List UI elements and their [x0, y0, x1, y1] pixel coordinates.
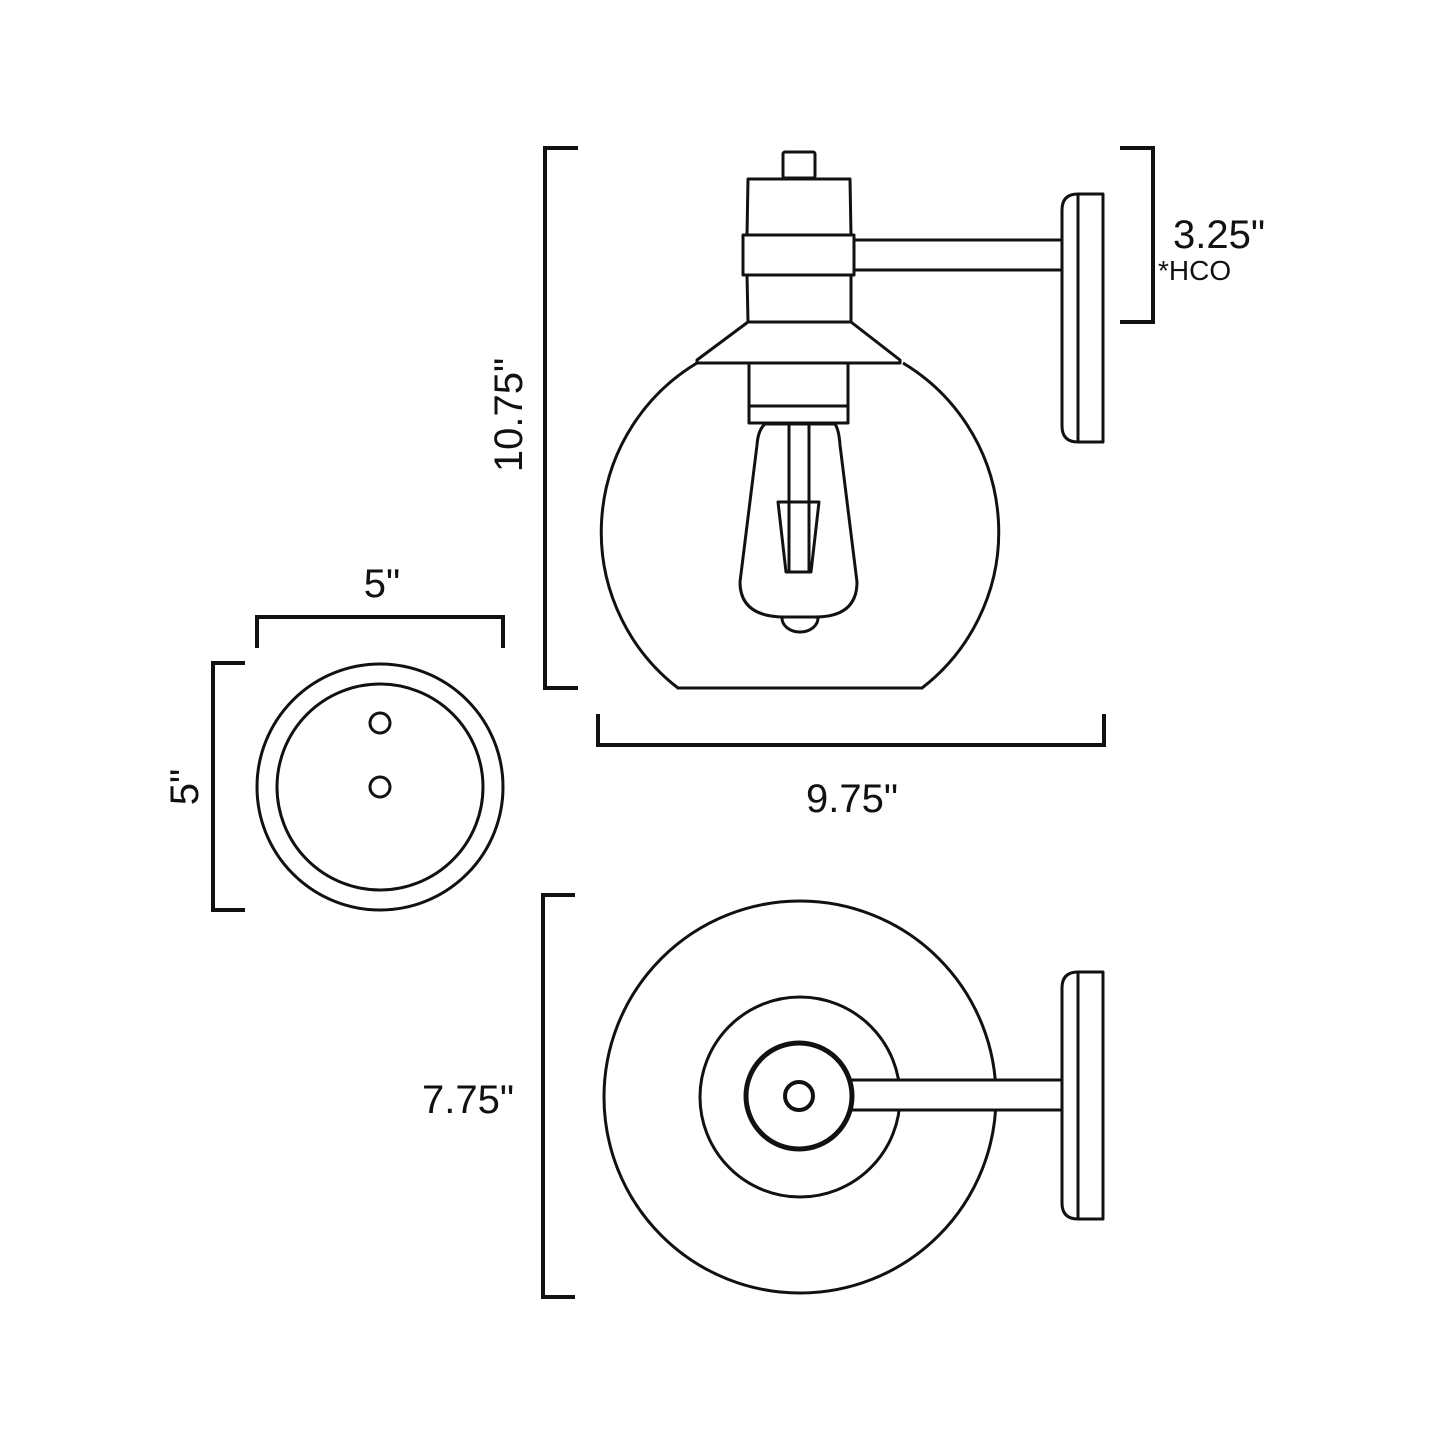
backplate-width-dimension-line: [255, 615, 505, 648]
backplate-height-dimension-line: [211, 661, 245, 912]
body-band: [741, 233, 856, 277]
bulb-tip: [780, 617, 820, 634]
hco-note: *HCO: [1158, 255, 1231, 286]
body-outline-top: [743, 1040, 855, 1152]
shade-cap: [695, 320, 902, 365]
edison-bulb: [738, 422, 859, 619]
width-label: 9.75": [806, 777, 898, 821]
hco-dimension-line: [1120, 146, 1155, 324]
lower-body: [745, 273, 853, 324]
mounting-hole-icon: [368, 775, 392, 799]
backplate-outer: [255, 662, 505, 912]
bulb-filament: [776, 500, 821, 574]
arm-top: [849, 1078, 1064, 1112]
finial-top: [783, 1080, 815, 1112]
backplate-side: [1060, 192, 1105, 444]
glass-globe: [599, 361, 1001, 690]
height-label: 10.75": [487, 358, 531, 472]
extension-label: 7.75": [422, 1078, 514, 1122]
backplate-top: [1060, 970, 1105, 1221]
top-finial: [781, 150, 817, 180]
top-view: [602, 899, 1105, 1295]
hco-label: 3.25": [1173, 213, 1265, 257]
backplate-height-label: 5": [163, 769, 207, 805]
mounting-hole-icon: [368, 711, 392, 735]
backplate-front-view: [255, 662, 505, 912]
backplate-inner: [275, 682, 485, 892]
height-dimension-line: [543, 146, 578, 690]
side-elevation-view: [599, 150, 1105, 690]
width-dimension-line: [596, 714, 1106, 747]
extension-dimension-line: [541, 893, 575, 1299]
arm: [852, 238, 1064, 272]
upper-body: [745, 177, 853, 237]
backplate-width-label: 5": [364, 562, 400, 606]
socket: [747, 361, 850, 425]
